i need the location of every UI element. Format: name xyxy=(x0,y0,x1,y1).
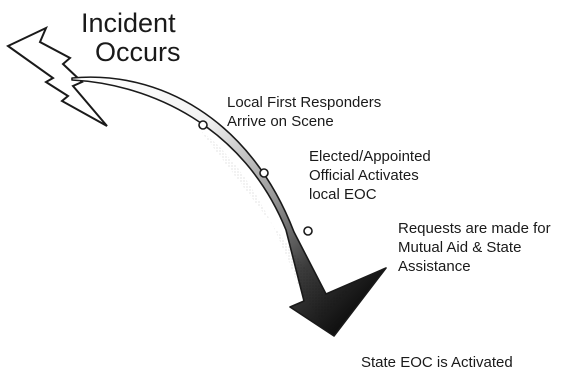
circle-marker-icon xyxy=(303,226,313,236)
step-2-line-2: Official Activates xyxy=(309,167,419,184)
circle-marker-icon xyxy=(259,168,269,178)
step-3-line-1: Requests are made for xyxy=(398,220,551,237)
step-2-line-1: Elected/Appointed xyxy=(309,148,431,165)
step-1-line-2: Arrive on Scene xyxy=(227,113,334,130)
step-2-line-3: local EOC xyxy=(309,186,377,203)
lightning-bolt-icon xyxy=(6,25,108,127)
step-1-line-1: Local First Responders xyxy=(227,94,382,111)
curved-arrow-icon xyxy=(71,76,387,337)
circle-marker-icon xyxy=(198,120,208,130)
step-3-line-2: Mutual Aid & State xyxy=(398,239,522,256)
step-4-line-1: State EOC is Activated xyxy=(361,354,513,371)
title-line-2: Occurs xyxy=(95,37,181,67)
step-3-line-3: Assistance xyxy=(398,258,471,275)
title-line-1: Incident xyxy=(81,8,176,38)
